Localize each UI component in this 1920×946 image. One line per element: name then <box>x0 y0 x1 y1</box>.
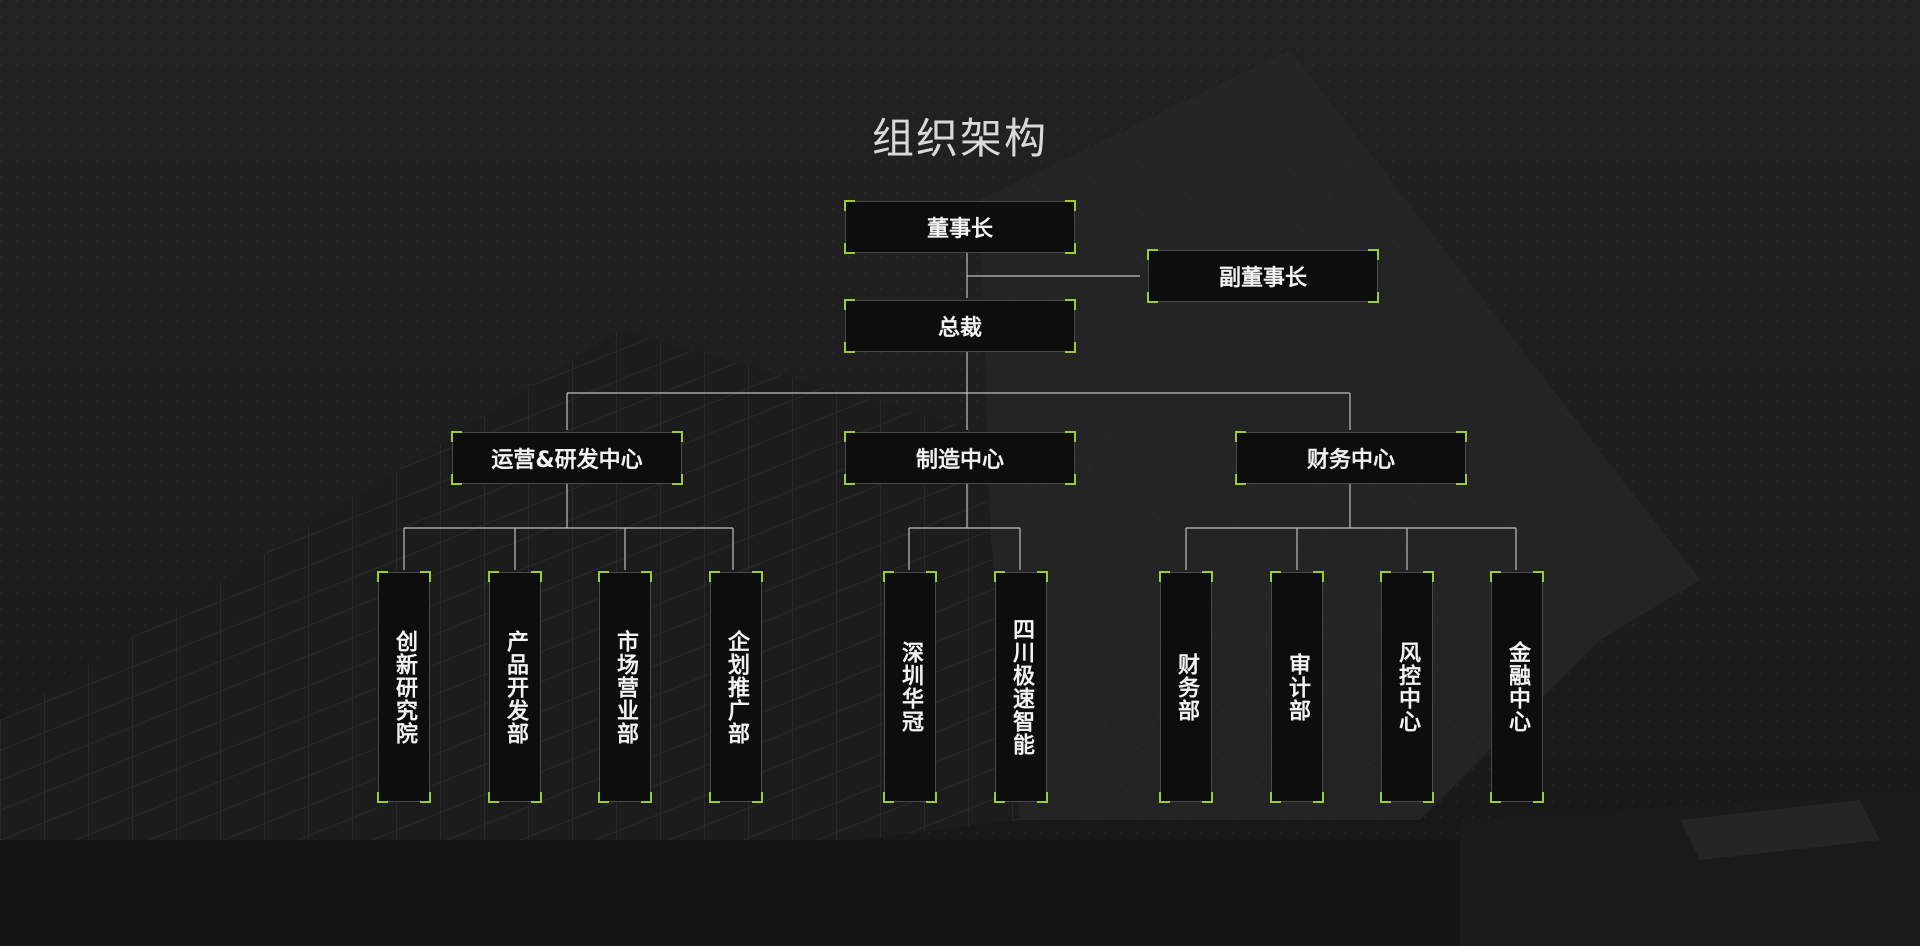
node-label: 总裁 <box>937 316 982 341</box>
node-chairman[interactable]: 董事长 <box>844 200 1076 254</box>
node-label: 企划推广部 <box>724 629 749 745</box>
node-sichuan-jisu[interactable]: 四川极速智能 <box>994 571 1048 803</box>
node-finance-dept[interactable]: 财务部 <box>1159 571 1213 803</box>
page-title: 组织架构 <box>871 114 1048 163</box>
node-innovation-institute[interactable]: 创新研究院 <box>377 571 431 803</box>
node-president[interactable]: 总裁 <box>844 299 1076 353</box>
node-label: 风控中心 <box>1395 641 1420 733</box>
node-financial-center[interactable]: 金融中心 <box>1490 571 1544 803</box>
node-vice-chairman[interactable]: 副董事长 <box>1147 249 1379 303</box>
node-label: 审计部 <box>1285 652 1310 722</box>
node-label: 市场营业部 <box>613 629 638 745</box>
node-planning-promotion[interactable]: 企划推广部 <box>709 571 763 803</box>
node-risk-center[interactable]: 风控中心 <box>1380 571 1434 803</box>
node-label: 产品开发部 <box>503 629 528 745</box>
node-ops-rd-center[interactable]: 运营&研发中心 <box>451 431 683 485</box>
node-label: 深圳华冠 <box>898 641 923 733</box>
node-label: 四川极速智能 <box>1009 618 1034 756</box>
node-label: 财务中心 <box>1306 448 1395 473</box>
node-label: 创新研究院 <box>392 629 417 745</box>
node-label: 董事长 <box>926 217 993 242</box>
node-label: 制造中心 <box>915 448 1004 473</box>
node-label: 财务部 <box>1174 652 1199 722</box>
node-audit-dept[interactable]: 审计部 <box>1270 571 1324 803</box>
node-label: 金融中心 <box>1505 641 1530 733</box>
node-label: 副董事长 <box>1218 266 1307 291</box>
node-manufacturing-center[interactable]: 制造中心 <box>844 431 1076 485</box>
node-label: 运营&研发中心 <box>491 448 643 473</box>
node-shenzhen-huaguan[interactable]: 深圳华冠 <box>883 571 937 803</box>
node-product-dev[interactable]: 产品开发部 <box>488 571 542 803</box>
node-finance-center[interactable]: 财务中心 <box>1235 431 1467 485</box>
node-marketing-sales[interactable]: 市场营业部 <box>598 571 652 803</box>
